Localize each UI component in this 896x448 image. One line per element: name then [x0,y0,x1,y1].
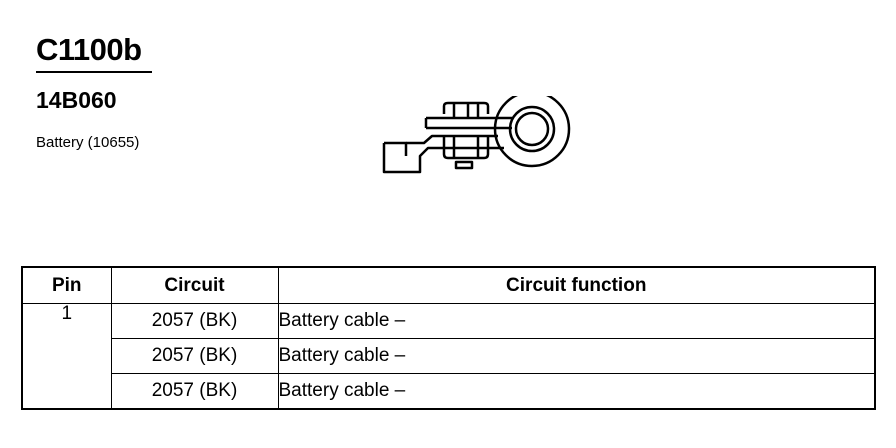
connector-id: C1100b [36,32,142,67]
circuit-cell: 2057 (BK) [110,303,279,339]
table-row: 2057 (BK) Battery cable – [21,373,876,410]
function-cell: Battery cable – [277,303,876,339]
table-header-row: Pin Circuit Circuit function [21,266,876,304]
pin-table: Pin Circuit Circuit function 1 2057 (BK)… [21,266,876,410]
pin-cell [21,373,112,410]
header-pin: Pin [21,266,112,304]
battery-terminal-icon [380,90,580,181]
header-circuit: Circuit [110,266,279,304]
header-circuit-function: Circuit function [277,266,876,304]
part-number: 14B060 [36,87,117,113]
circuit-cell: 2057 (BK) [110,338,279,374]
pin-cell [21,338,112,374]
table-row: 1 2057 (BK) Battery cable – [21,303,876,339]
connector-description: Battery (10655) [36,134,140,151]
circuit-cell: 2057 (BK) [110,373,279,410]
function-cell: Battery cable – [277,338,876,374]
function-cell: Battery cable – [277,373,876,410]
table-row: 2057 (BK) Battery cable – [21,338,876,374]
title-underline [36,71,152,73]
pin-cell: 1 [21,303,112,339]
